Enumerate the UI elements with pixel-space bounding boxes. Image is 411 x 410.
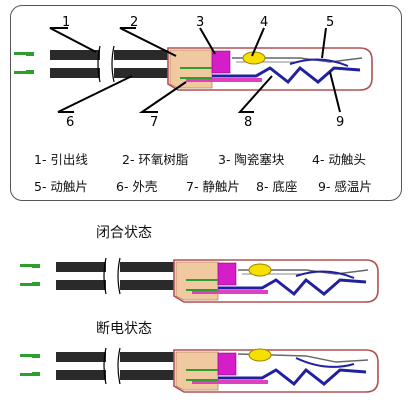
legend-item-9: 9- 感温片 (318, 179, 372, 194)
callout-7: 7 (150, 115, 158, 130)
legend-item-5: 5- 动触片 (34, 179, 88, 194)
thermal-protector-cutaway (13, 45, 374, 92)
callout-1: 1 (62, 15, 70, 30)
callout-5: 5 (326, 15, 334, 30)
callout-lines (49, 27, 341, 113)
callout-2: 2 (130, 15, 138, 30)
legend-item-8: 8- 底座 (256, 179, 298, 194)
callout-9: 9 (336, 115, 344, 130)
legend-item-6: 6- 外壳 (116, 179, 158, 194)
open-state-device (19, 347, 379, 393)
legend-item-1: 1- 引出线 (34, 152, 88, 167)
legend-item-4: 4- 动触头 (312, 152, 366, 167)
closed-state-title: 闭合状态 (96, 225, 152, 241)
callout-4: 4 (260, 15, 268, 30)
callout-3: 3 (196, 15, 204, 30)
legend-item-2: 2- 环氧树脂 (122, 152, 189, 167)
open-state-title: 断电状态 (96, 321, 152, 337)
callout-8: 8 (244, 115, 252, 130)
legend-item-3: 3- 陶瓷塞块 (218, 152, 285, 167)
callout-6: 6 (66, 115, 74, 130)
closed-state-device (19, 257, 380, 304)
legend-item-7: 7- 静触片 (186, 179, 240, 194)
